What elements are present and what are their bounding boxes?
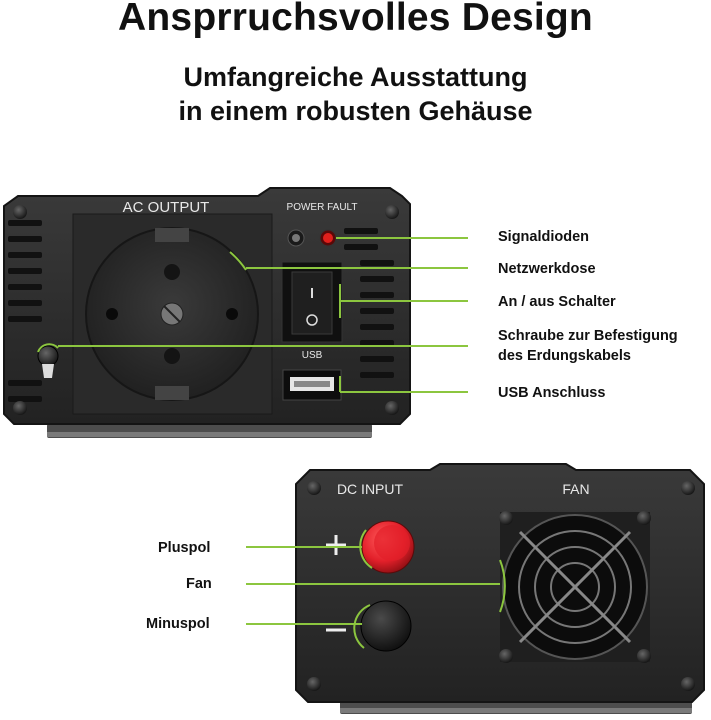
callout-ground-screw-line2: des Erdungskabels — [498, 348, 631, 364]
callout-signal-leds: Signaldioden — [498, 229, 590, 245]
power-fault-label: POWER FAULT — [287, 202, 358, 213]
callout-usb: USB Anschluss — [498, 385, 606, 401]
page-title: Ansprruchsvolles Design — [118, 0, 593, 39]
callout-switch: An / aus Schalter — [498, 294, 616, 310]
callout-plus-pole: Pluspol — [158, 540, 211, 556]
usb-label: USB — [302, 350, 323, 361]
ac-output-label: AC OUTPUT — [123, 199, 210, 216]
callout-socket: Netzwerkdose — [498, 261, 596, 277]
callout-fan: Fan — [186, 576, 212, 592]
callout-minus-pole: Minuspol — [146, 616, 210, 632]
callout-ground-screw-line1: Schraube zur Befestigung — [498, 328, 678, 344]
dc-input-label: DC INPUT — [337, 481, 404, 497]
subtitle-line-1: Umfangreiche Ausstattung — [183, 62, 528, 92]
fan-panel-label: FAN — [562, 481, 589, 497]
subtitle-line-2: in einem robusten Gehäuse — [178, 96, 533, 126]
